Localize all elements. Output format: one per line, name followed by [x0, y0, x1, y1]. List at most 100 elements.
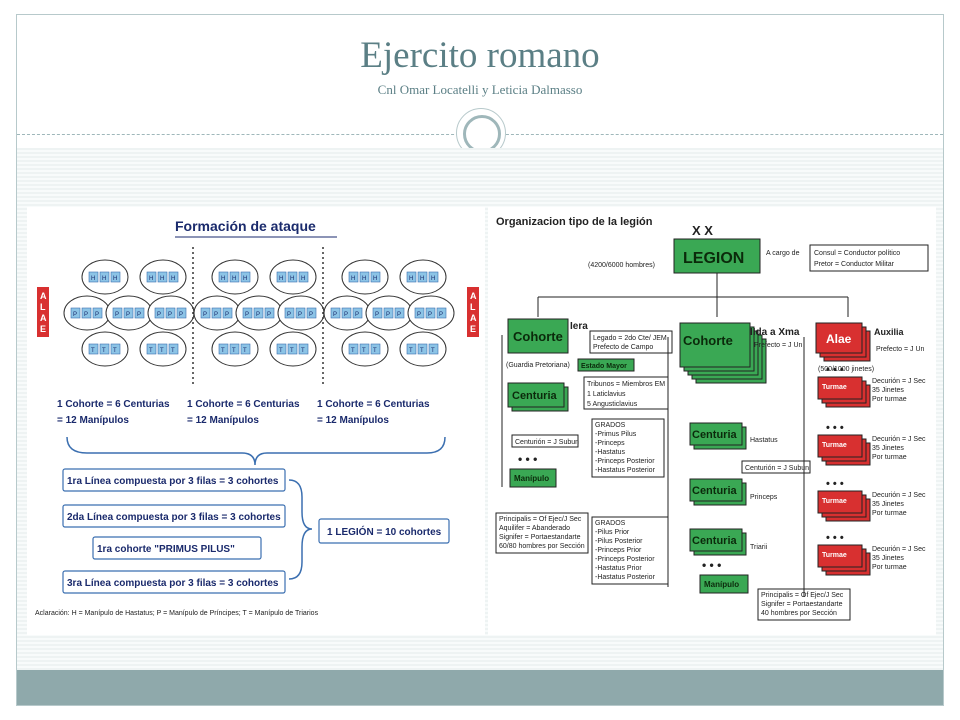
- manipulo-letter: H: [290, 276, 294, 282]
- manipulo-letter: T: [420, 348, 424, 354]
- manipulo-letter: P: [126, 312, 130, 318]
- manipulo-marker: [229, 271, 240, 283]
- line-box-text: 1ra Línea compuesta por 3 filas = 3 coho…: [67, 476, 279, 487]
- alae-letter: A: [470, 291, 477, 301]
- alae-letter: E: [40, 324, 46, 334]
- xx-label: X X: [692, 223, 713, 238]
- manipulo-box-a: Manípulo: [514, 474, 549, 483]
- footer-bar: [17, 670, 943, 705]
- manipulo-marker: [414, 307, 425, 319]
- iida-label: IIda a Xma: [750, 327, 800, 338]
- manipulo-letter: T: [279, 348, 283, 354]
- manipulo-marker: [168, 343, 179, 355]
- turmae-dots: • • •: [826, 532, 844, 544]
- manipulo-letter: P: [355, 312, 359, 318]
- centuria-stack-hastatus: [689, 422, 747, 450]
- alae-letter: E: [470, 324, 476, 334]
- manipulo-marker: [123, 307, 134, 319]
- manipulo-marker: [370, 271, 381, 283]
- turmae-info: Por turmae: [872, 396, 907, 403]
- manipulo-letter: H: [279, 276, 283, 282]
- turmae-info: Por turmae: [872, 564, 907, 571]
- manipulo-letter: H: [160, 276, 164, 282]
- manipulo-letter: P: [137, 312, 141, 318]
- manipulo-letter: H: [149, 276, 153, 282]
- prefecto-un-1: Prefecto = J Un: [754, 342, 803, 349]
- manipulo-letter: T: [160, 348, 164, 354]
- centuria-stack-triarii: [689, 528, 747, 556]
- manipulo-marker: [240, 343, 251, 355]
- turmae-box: [817, 434, 863, 458]
- cohort-caption-line2: = 12 Manípulos: [57, 415, 129, 426]
- manipulo-letter: P: [287, 312, 291, 318]
- manipulo-marker: [218, 343, 229, 355]
- slide-subtitle: Cnl Omar Locatelli y Leticia Dalmasso: [377, 82, 583, 97]
- slide-frame: [16, 14, 944, 706]
- turmae-info: Decurión = J Sec: [872, 546, 926, 553]
- manipulo-marker: [110, 343, 121, 355]
- info-line: -Hastatus Posterior: [595, 467, 656, 474]
- manipulo-letter: T: [221, 348, 225, 354]
- info-line: 60/80 hombres por Sección: [499, 543, 585, 550]
- manipulo-marker: [425, 307, 436, 319]
- turmae-info: Por turmae: [872, 454, 907, 461]
- info-line: 40 hombres por Sección: [761, 610, 837, 617]
- manipulo-marker: [298, 343, 309, 355]
- manipulo-marker: [287, 343, 298, 355]
- turmae-dots: • • •: [826, 422, 844, 434]
- manipulo-letter: P: [157, 312, 161, 318]
- manipulo-letter: H: [409, 276, 413, 282]
- line-box-text: 3ra Línea compuesta por 3 filas = 3 coho…: [67, 578, 279, 589]
- centuria-stack-princeps: [689, 478, 747, 506]
- manipulo-marker: [112, 307, 123, 319]
- manipulo-marker: [240, 271, 251, 283]
- manipulo-letter: T: [373, 348, 377, 354]
- manipulo-letter: T: [362, 348, 366, 354]
- turmae-label: Turmae: [822, 442, 847, 449]
- manipulo-marker: [428, 343, 439, 355]
- manipulo-box-b: Manípulo: [704, 580, 739, 589]
- centuria-box-princeps: Centuria: [692, 485, 738, 497]
- manipulo-marker: [359, 271, 370, 283]
- iera-label: Iera: [570, 321, 588, 332]
- guardia-label: (Guardia Pretoriana): [506, 362, 570, 369]
- turmae-dots: • • •: [826, 478, 844, 490]
- turmae-info: 35 Jinetes: [872, 387, 904, 394]
- turmae-label: Turmae: [822, 498, 847, 505]
- consul-text: Consul = Conductor político: [814, 250, 900, 257]
- legion-total: 1 LEGIÓN = 10 cohortes: [327, 525, 442, 538]
- info-box: [495, 512, 589, 554]
- info-line: Principalis = Of Ejec/J Sec: [761, 592, 844, 599]
- legado-text-2: Prefecto de Campo: [593, 344, 653, 351]
- manipulo-letter: T: [409, 348, 413, 354]
- cohorte-box-1: Cohorte: [513, 329, 563, 344]
- attack-formation-heading: Formación de ataque: [175, 218, 316, 234]
- manipulo-letter: H: [351, 276, 355, 282]
- manipulo-letter: P: [439, 312, 443, 318]
- info-box: [591, 418, 665, 478]
- alae-letter: A: [40, 313, 47, 323]
- legado-text-1: Legado = 2do Cte/ JEM: [593, 335, 667, 342]
- manipulo-marker: [383, 307, 394, 319]
- turmae-info: Por turmae: [872, 510, 907, 517]
- manipulo-marker: [70, 307, 81, 319]
- info-line: Signifer = Portaestandarte: [761, 601, 843, 608]
- line-box: [62, 570, 286, 594]
- centuria-box-hastatus: Centuria: [692, 429, 738, 441]
- alae-letter: L: [470, 302, 476, 312]
- info-line: Principalis = Of Ejec/J Sec: [499, 516, 582, 523]
- manipulo-marker: [253, 307, 264, 319]
- turmae-info: Decurión = J Sec: [872, 436, 926, 443]
- cohort-caption-line2: = 12 Manípulos: [187, 415, 259, 426]
- pretor-text: Pretor = Conductor Militar: [814, 261, 895, 268]
- info-line: -Princeps Posterior: [595, 556, 655, 563]
- manipulo-letter: P: [73, 312, 77, 318]
- manipulo-marker: [306, 307, 317, 319]
- line-box: [62, 468, 286, 492]
- manipulo-letter: T: [351, 348, 355, 354]
- manipulo-letter: P: [397, 312, 401, 318]
- manipulo-marker: [146, 343, 157, 355]
